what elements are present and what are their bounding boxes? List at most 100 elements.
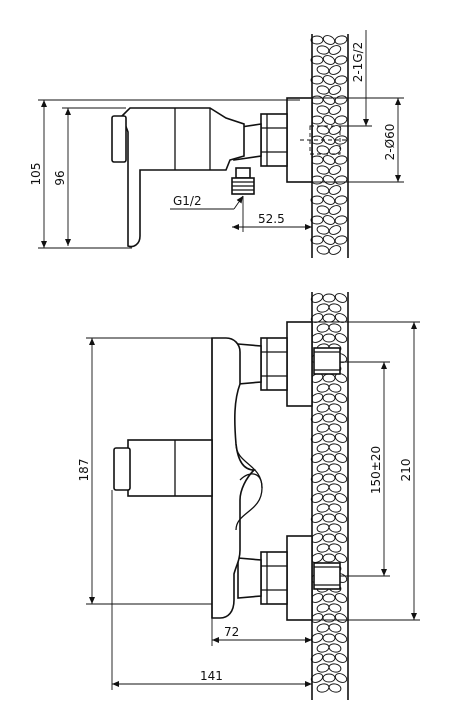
wall-stone <box>328 603 342 613</box>
wall-stone <box>334 593 348 603</box>
wall-stone <box>316 423 330 433</box>
wall-stone <box>316 603 330 613</box>
wall-stone <box>322 115 336 125</box>
wall-stone <box>334 115 348 125</box>
label-105: 105 <box>29 163 43 186</box>
wall-stone <box>328 483 342 493</box>
wall-stone <box>310 195 324 205</box>
wall-stone <box>316 503 330 513</box>
wall-stone <box>334 613 348 623</box>
wall-stone <box>328 245 342 255</box>
wall-stone <box>322 235 336 245</box>
front-upper-escutcheon <box>286 321 313 407</box>
wall-stone <box>334 673 348 683</box>
wall-stone <box>322 633 336 643</box>
label-g12: G1/2 <box>173 194 202 208</box>
wall-stone <box>316 323 330 333</box>
wall-stone <box>334 175 348 185</box>
wall-stone <box>322 553 336 563</box>
wall-stone <box>322 453 336 463</box>
wall-stone <box>334 75 348 85</box>
wall-stone <box>328 145 342 155</box>
wall-stone <box>334 493 348 503</box>
side-outlet <box>231 167 255 195</box>
dim-2-1g12: 2-1G/2 <box>340 30 372 127</box>
wall-stone <box>310 75 324 85</box>
wall-stone <box>322 333 336 343</box>
wall-stone <box>322 473 336 483</box>
dim-g12: G1/2 <box>170 194 244 210</box>
wall-stone <box>334 333 348 343</box>
wall-stone <box>322 593 336 603</box>
wall-stone <box>310 493 324 503</box>
wall-stone <box>322 613 336 623</box>
wall-stone <box>310 215 324 225</box>
front-view: 187 150±20 210 72 141 <box>77 292 420 700</box>
dim-150-20: 150±20 <box>340 361 390 577</box>
wall-stone <box>328 663 342 673</box>
wall-stone <box>328 105 342 115</box>
wall-stone <box>316 543 330 553</box>
wall-stone <box>328 683 342 693</box>
wall-stone <box>328 403 342 413</box>
wall-stone <box>334 155 348 165</box>
wall-stone <box>316 185 330 195</box>
wall-stone <box>316 105 330 115</box>
wall-stone <box>316 663 330 673</box>
wall-stone <box>328 643 342 653</box>
wall-stone <box>322 513 336 523</box>
dim-52-5: 52.5 <box>232 196 313 232</box>
wall-stone <box>322 313 336 323</box>
wall-stone <box>334 235 348 245</box>
wall-stone <box>334 373 348 383</box>
dim-187: 187 <box>77 337 212 605</box>
wall-stone <box>328 523 342 533</box>
wall-stone <box>316 225 330 235</box>
dim-210: 210 <box>312 321 420 621</box>
wall-stone <box>334 533 348 543</box>
wall-stone <box>328 303 342 313</box>
wall-stone <box>334 95 348 105</box>
wall-stone <box>316 85 330 95</box>
wall-stone <box>334 473 348 483</box>
wall-stone <box>316 45 330 55</box>
wall-stone <box>322 373 336 383</box>
wall-stone <box>328 543 342 553</box>
wall-stone <box>322 673 336 683</box>
wall-stone <box>316 383 330 393</box>
wall-stone <box>322 413 336 423</box>
dim-141: 141 <box>111 490 313 690</box>
front-lower-hex-nut <box>260 551 288 605</box>
side-wall <box>310 34 349 258</box>
wall-stone <box>334 293 348 303</box>
wall-stone <box>316 65 330 75</box>
wall-stone <box>322 35 336 45</box>
wall-stone <box>316 463 330 473</box>
wall-stone <box>334 35 348 45</box>
label-210: 210 <box>399 459 413 482</box>
wall-stone <box>334 453 348 463</box>
wall-stone <box>322 215 336 225</box>
front-lower-escutcheon <box>286 535 313 621</box>
wall-stone <box>322 75 336 85</box>
wall-stone <box>316 643 330 653</box>
wall-stone <box>310 653 324 663</box>
front-lower-arm <box>237 557 262 599</box>
wall-stone <box>316 165 330 175</box>
wall-stone <box>310 433 324 443</box>
wall-stone-texture <box>310 35 348 255</box>
wall-stone <box>334 215 348 225</box>
dim-105: 105 <box>29 99 300 249</box>
wall-stone <box>322 433 336 443</box>
wall-stone <box>334 55 348 65</box>
wall-stone <box>322 95 336 105</box>
wall-stone <box>316 303 330 313</box>
label-2-d60: 2-Ø60 <box>383 124 397 161</box>
dim-96: 96 <box>53 107 126 246</box>
wall-stone <box>328 463 342 473</box>
wall-stone <box>328 383 342 393</box>
wall-stone <box>328 185 342 195</box>
side-mixer-body <box>121 107 245 248</box>
label-96: 96 <box>53 170 67 185</box>
